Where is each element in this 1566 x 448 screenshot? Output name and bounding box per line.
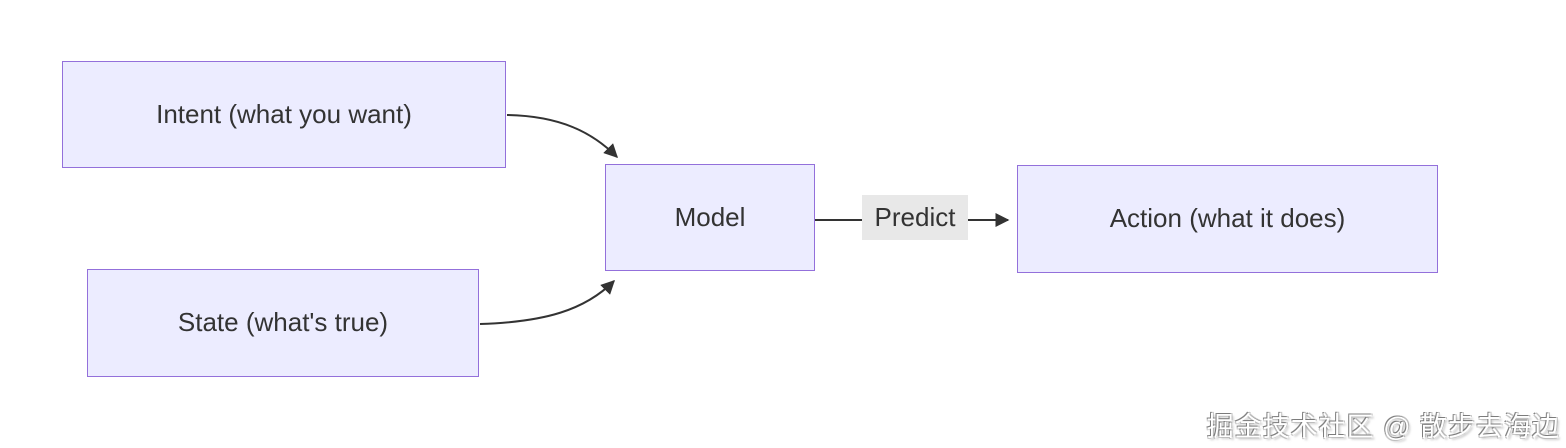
node-intent-label: Intent (what you want) (156, 98, 412, 129)
node-state-label: State (what's true) (177, 307, 389, 338)
node-state: State (what's true) (87, 269, 479, 377)
edge-label-predict: Predict (862, 195, 968, 240)
edge-state-to-model (479, 280, 615, 325)
node-intent: Intent (what you want) (62, 61, 506, 168)
node-model-label: Model (674, 201, 746, 232)
edge-intent-to-model (506, 114, 618, 158)
node-action: Action (what it does) (1017, 165, 1438, 273)
node-action-label: Action (what it does) (1109, 203, 1346, 234)
edge-label-predict-text: Predict (874, 202, 956, 232)
watermark: 掘金技术社区 @ 散步去海边 (1206, 412, 1560, 442)
node-model: Model (605, 164, 815, 271)
